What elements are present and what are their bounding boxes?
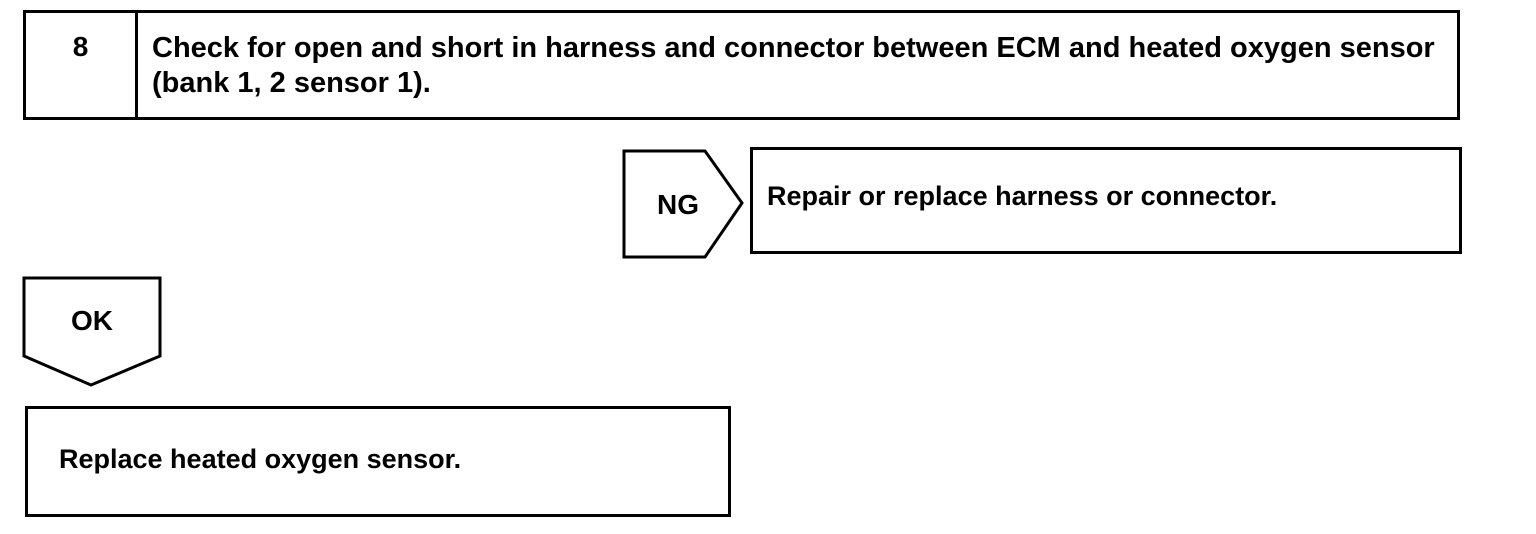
step-title: Check for open and short in harness and … bbox=[152, 32, 1435, 99]
ok-action-text: Replace heated oxygen sensor. bbox=[59, 444, 462, 474]
ok-label: OK bbox=[71, 305, 113, 336]
ok-action-box: Replace heated oxygen sensor. bbox=[25, 406, 731, 517]
step-box: 8 Check for open and short in harness an… bbox=[23, 10, 1460, 120]
ok-arrow-shape bbox=[22, 276, 162, 387]
step-number: 8 bbox=[26, 13, 138, 117]
ng-action-text: Repair or replace harness or connector. bbox=[767, 181, 1278, 211]
ng-label: NG bbox=[657, 189, 699, 220]
ng-arrow-shape bbox=[622, 149, 744, 259]
ng-action-box: Repair or replace harness or connector. bbox=[750, 147, 1462, 254]
